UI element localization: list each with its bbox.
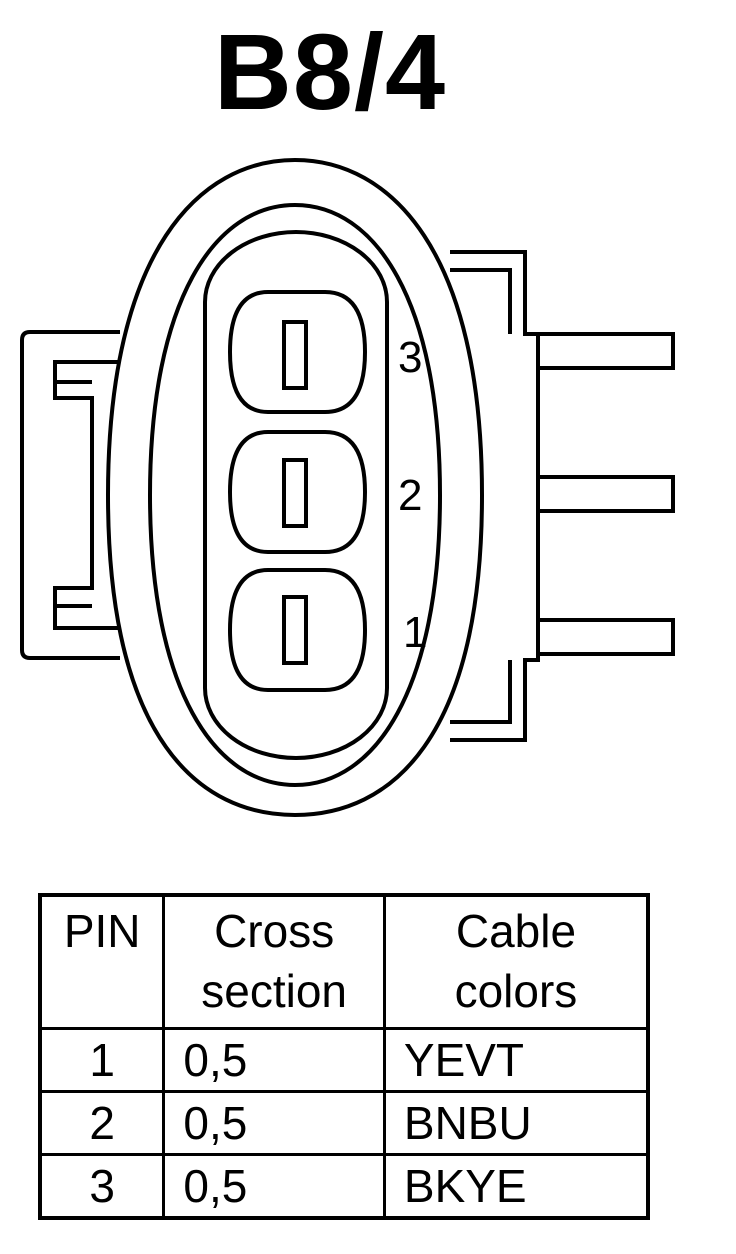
table-row: 2 0,5 BNBU	[38, 1090, 650, 1156]
header-cross-section: Cross section	[162, 893, 386, 1030]
cell-pin: 3	[38, 1153, 166, 1220]
header-cable-colors: Cable colors	[382, 893, 650, 1030]
pin-leads	[536, 332, 675, 656]
table-row: 3 0,5 BKYE	[38, 1153, 650, 1220]
terminal-3	[227, 290, 368, 414]
terminal-cavity	[203, 230, 389, 760]
cell-cross-section: 0,5	[162, 1153, 386, 1220]
cell-cross-section: 0,5	[162, 1090, 386, 1156]
table-header-row: PIN Cross section Cable colors	[38, 893, 650, 1030]
header-pin: PIN	[38, 893, 166, 1030]
cell-cable-color: YEVT	[382, 1027, 650, 1093]
connector-shell	[147, 202, 443, 788]
connector-title: B8/4	[213, 11, 447, 132]
latch-left	[20, 330, 120, 660]
cell-pin: 2	[38, 1090, 166, 1156]
pin-assignment-table: PIN Cross section Cable colors 1 0,5 YEV…	[38, 893, 650, 1220]
pin-label-1: 1	[403, 608, 427, 657]
table-row: 1 0,5 YEVT	[38, 1027, 650, 1093]
pin-label-2: 2	[398, 471, 422, 520]
connector-housing	[105, 157, 485, 818]
cell-cable-color: BKYE	[382, 1153, 650, 1220]
connector-diagram: 3 2 1	[20, 157, 675, 818]
terminal-2	[227, 430, 368, 554]
cell-cable-color: BNBU	[382, 1090, 650, 1156]
pin-label-3: 3	[398, 333, 422, 382]
terminal-1	[227, 568, 368, 692]
cell-cross-section: 0,5	[162, 1027, 386, 1093]
cell-pin: 1	[38, 1027, 166, 1093]
